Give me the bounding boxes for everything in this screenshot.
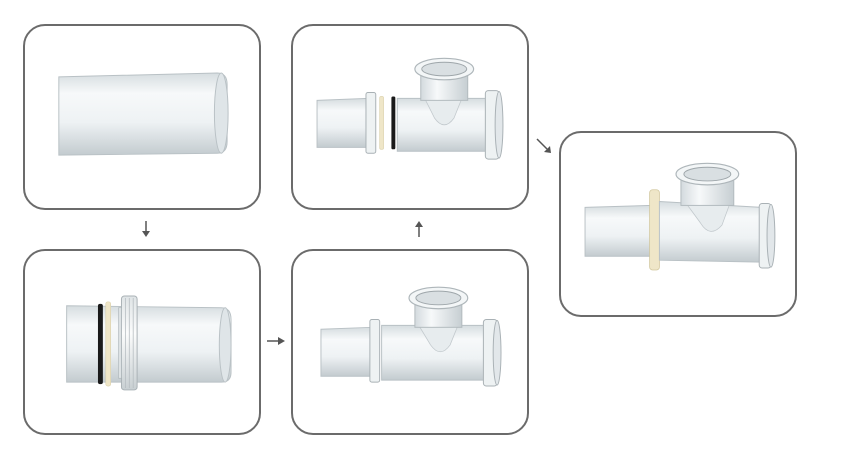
arrow-right-step-2-to-3 (264, 334, 288, 348)
tee-branch-socket (414, 57, 475, 101)
panel-step-2-pipe-with-ring (23, 249, 261, 435)
pipe-segment (58, 72, 229, 156)
cream-flange (649, 189, 660, 271)
cream-spacer-ring (379, 96, 384, 150)
tee-body (381, 324, 486, 381)
arrow-down-step-1-to-2 (139, 219, 153, 239)
panel-step-4-tee-with-seal (291, 24, 529, 210)
arrow-diagonal-icon (536, 138, 551, 153)
end-socket (482, 319, 502, 387)
tee-branch-socket (675, 162, 740, 206)
panel-step-5-assembled (559, 131, 797, 317)
assembled-tee-illustration (584, 162, 776, 271)
panel-step-1-plain-pipe (23, 24, 261, 210)
tee-assembly-illustration (320, 286, 502, 387)
arrow-down-icon (142, 221, 150, 237)
black-seal-ring (97, 303, 103, 385)
inlet-pipe (584, 204, 653, 257)
pipe-segment (66, 305, 232, 383)
tee-branch-socket (408, 286, 469, 328)
threaded-collar (118, 295, 138, 391)
tee-body (658, 200, 762, 263)
panel-step-3-tee-assembly (291, 249, 529, 435)
arrow-right-icon (267, 337, 285, 345)
arrow-up-icon (415, 221, 423, 237)
end-socket (758, 202, 776, 269)
threaded-collar (365, 92, 377, 154)
inlet-pipe (320, 326, 373, 377)
end-socket (484, 90, 504, 160)
tee-body (396, 97, 488, 152)
plain-pipe-illustration (58, 72, 229, 156)
inlet-pipe (316, 97, 369, 148)
arrow-diagonal-step-4-to-5 (534, 136, 554, 156)
cream-spacer-ring (105, 301, 111, 387)
tee-with-seal-illustration (316, 57, 504, 160)
black-seal-ring (391, 96, 396, 150)
pipe-with-ring-illustration (66, 295, 232, 391)
arrow-up-step-3-to-4 (412, 219, 426, 239)
threaded-collar (369, 319, 381, 383)
